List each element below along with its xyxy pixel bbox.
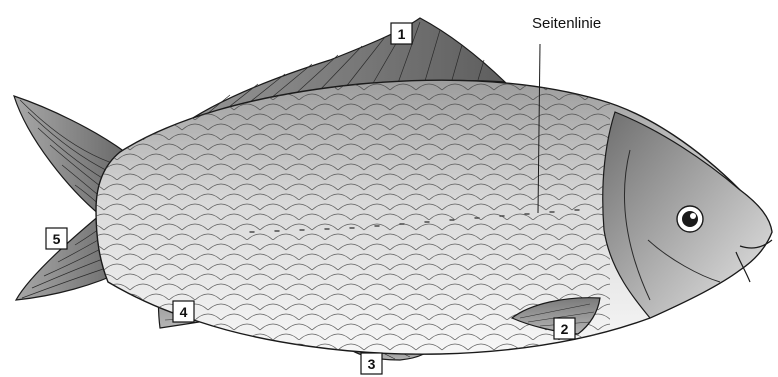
fin-number-5: 5 [46, 228, 67, 249]
lateral-line-label: Seitenlinie [532, 15, 601, 32]
eye [677, 206, 703, 232]
fin-number-4-text: 4 [180, 304, 188, 320]
fin-number-1: 1 [391, 23, 412, 44]
fin-number-2-text: 2 [561, 321, 569, 337]
fin-number-1-text: 1 [398, 26, 406, 42]
fin-number-5-text: 5 [53, 231, 61, 247]
fin-number-3: 3 [361, 353, 382, 374]
fin-number-4: 4 [173, 301, 194, 322]
fin-number-2: 2 [554, 318, 575, 339]
fin-number-3-text: 3 [368, 356, 376, 372]
